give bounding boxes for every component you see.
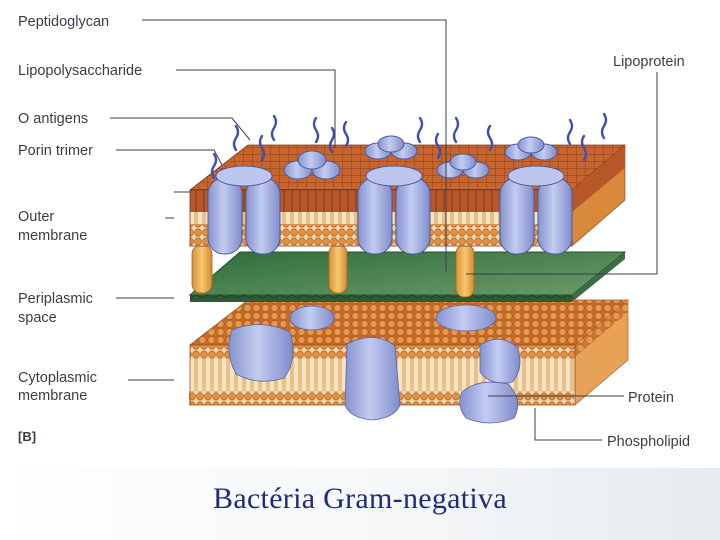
porin-trimers	[207, 135, 573, 255]
labels-left: Peptidoglycan Lipopolysaccharide O antig…	[18, 14, 142, 444]
peptidoglycan-layer	[188, 251, 627, 302]
labels-right: Lipoprotein Protein Phospholipid	[607, 54, 690, 450]
cytoplasmic-membrane	[188, 299, 630, 424]
label-periplasmic-space: space	[18, 310, 57, 326]
label-phospholipid: Phospholipid	[607, 434, 690, 450]
outer-membrane	[188, 112, 627, 255]
caption-title: Bactéria Gram-negativa	[213, 482, 507, 515]
label-cytoplasmic-membrane: membrane	[18, 388, 87, 404]
label-protein: Protein	[628, 390, 674, 406]
label-outer: Outer	[18, 209, 54, 225]
caption-band	[0, 468, 720, 540]
label-lipopolysaccharide: Lipopolysaccharide	[18, 63, 142, 79]
leader-lines	[110, 19, 658, 441]
panel-label: [B]	[18, 429, 36, 444]
label-cytoplasmic: Cytoplasmic	[18, 370, 97, 386]
label-periplasmic: Periplasmic	[18, 291, 93, 307]
label-lipoprotein: Lipoprotein	[613, 54, 685, 70]
label-porin-trimer: Porin trimer	[18, 143, 93, 159]
o-antigens	[210, 112, 608, 180]
label-outer-membrane: membrane	[18, 228, 87, 244]
label-peptidoglycan: Peptidoglycan	[18, 14, 109, 30]
label-o-antigens: O antigens	[18, 111, 88, 127]
